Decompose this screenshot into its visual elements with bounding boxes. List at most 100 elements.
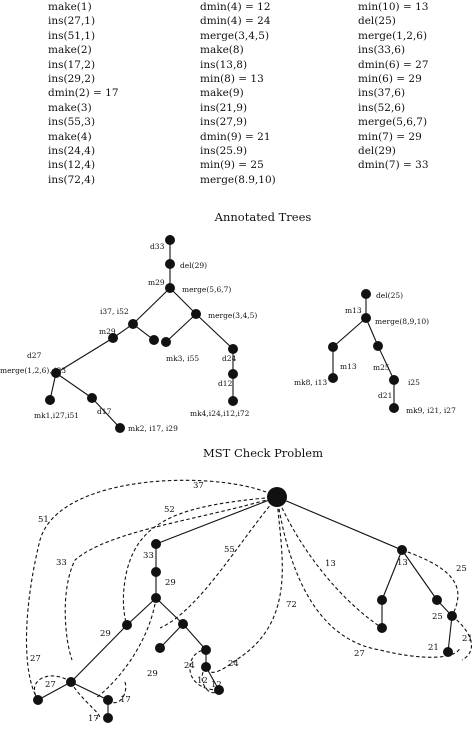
label-mk8: mk8, i13 — [294, 378, 327, 387]
dashed-weight-33: 33 — [56, 558, 67, 568]
edge-weight-25: 25 — [432, 612, 443, 622]
label-del25: del(25) — [376, 291, 403, 300]
edge-weight-27: 27 — [45, 680, 56, 690]
mst-check-tree: 33 29 29 27 17 24 12 13 25 21 37 51 52 3… — [25, 479, 473, 724]
label-i37-i52: i37, i52 — [100, 307, 129, 316]
operation-line: ins(37,6) — [358, 87, 406, 100]
annotated-trees-title: Annotated Trees — [214, 210, 312, 224]
label-d21: d21 — [378, 391, 392, 400]
operation-line: dmin(9) = 21 — [200, 130, 271, 143]
operation-line: del(29) — [358, 145, 396, 158]
dashed-weight-27: 27 — [354, 649, 365, 659]
operation-line: ins(27,1) — [48, 15, 96, 28]
operation-line: dmin(2) = 17 — [48, 87, 119, 100]
dashed-weight-13: 13 — [325, 559, 336, 569]
label-d27: d27 — [27, 351, 42, 360]
dashed-weight-12: 12 — [197, 676, 208, 686]
tree-edges — [37, 496, 453, 718]
label-merge126: merge(1,2,6), i33 — [0, 366, 66, 375]
operation-line: ins(21,9) — [200, 101, 248, 114]
operation-line: make(8) — [200, 44, 244, 57]
label-d17: d17 — [97, 407, 112, 416]
dashed-weight-29: 29 — [147, 669, 158, 679]
operations-column-1: make(1) ins(27,1)ins(51,1) make(2)ins(17,2… — [48, 0, 119, 187]
operation-line: make(3) — [48, 101, 92, 114]
label-m29: m29 — [148, 278, 165, 287]
dashed-weight-21: 21 — [462, 634, 473, 644]
edge-weight-17: 17 — [120, 695, 131, 705]
operation-line: min(7) = 29 — [358, 130, 422, 143]
operation-line: min(6) = 29 — [358, 73, 422, 86]
edge-weight-29b: 29 — [100, 629, 111, 639]
label-d24: d24 — [222, 354, 237, 363]
edge-weight-13: 13 — [397, 558, 408, 568]
label-m13b: m13 — [340, 362, 357, 371]
dashed-edges — [25, 479, 472, 719]
operation-line: merge(5,6,7) — [358, 116, 428, 129]
dashed-weight-17: 17 — [88, 714, 99, 724]
operation-line: dmin(6) = 27 — [358, 58, 429, 71]
operation-line: min(10) = 13 — [358, 1, 429, 13]
edge-weight-29a: 29 — [165, 578, 176, 588]
operation-line: ins(13,8) — [200, 58, 248, 71]
label-i25: i25 — [408, 378, 420, 387]
operation-line: del(25) — [358, 15, 396, 28]
operation-line: ins(17,2) — [48, 58, 96, 71]
operation-line: dmin(7) = 33 — [358, 159, 429, 172]
label-merge345: merge(3,4,5) — [208, 311, 257, 320]
edge-weight-12: 12 — [211, 680, 222, 690]
operation-line: make(4) — [48, 130, 92, 143]
operation-line: make(1) — [48, 1, 92, 13]
operation-line: merge(3,4,5) — [200, 29, 270, 42]
dashed-weight-27b: 27 — [30, 654, 41, 664]
edge-weight-33: 33 — [143, 551, 154, 561]
edge-weight-21: 21 — [428, 643, 439, 653]
label-m13: m13 — [345, 306, 362, 315]
dashed-weight-51: 51 — [38, 515, 49, 525]
operation-line: ins(25.9) — [200, 145, 248, 158]
annotated-tree-1: d33 del(29) m29 merge(5,6,7) i37, i52 me… — [0, 235, 257, 433]
label-mk2: mk2, i17, i29 — [128, 424, 178, 433]
operation-line: dmin(4) = 24 — [200, 15, 271, 28]
operation-line: dmin(4) = 12 — [200, 1, 271, 13]
edge-weight-24: 24 — [228, 659, 239, 669]
label-d12: d12 — [218, 379, 233, 388]
operation-line: ins(52,6) — [358, 101, 406, 114]
operation-line: make(2) — [48, 44, 92, 57]
operation-line: make(9) — [200, 87, 244, 100]
dashed-weight-72: 72 — [286, 600, 297, 610]
operation-line: ins(51,1) — [48, 29, 96, 42]
operations-column-3: min(10) = 13 del(25)merge(1,2,6) ins(33,6)… — [358, 0, 429, 173]
dashed-weight-52: 52 — [164, 505, 175, 515]
label-mk1: mk1,i27,i51 — [34, 411, 79, 420]
operation-line: merge(8.9,10) — [200, 173, 276, 186]
label-merge8910: merge(8,9,10) — [375, 317, 429, 326]
label-mk3: mk3, i55 — [166, 354, 199, 363]
dashed-weight-55: 55 — [224, 545, 235, 555]
label-merge567: merge(5,6,7) — [182, 285, 231, 294]
operation-line: min(8) = 13 — [200, 73, 264, 86]
label-m29b: m29 — [99, 327, 116, 336]
dashed-weight-37: 37 — [193, 481, 204, 491]
operation-line: ins(33,6) — [358, 44, 406, 57]
label-m25: m25 — [373, 363, 390, 372]
label-mk9: mk9, i21, i27 — [406, 406, 456, 415]
operation-line: min(9) = 25 — [200, 159, 264, 172]
operation-line: ins(24,4) — [48, 145, 96, 158]
operation-line: ins(12,4) — [48, 159, 96, 172]
tree-nodes — [33, 487, 457, 723]
dashed-weight-24: 24 — [184, 661, 195, 671]
operation-line: ins(29,2) — [48, 73, 96, 86]
operation-line: ins(72,4) — [48, 173, 96, 186]
operation-line: ins(55,3) — [48, 116, 96, 129]
label-del29: del(29) — [180, 261, 207, 270]
annotated-tree-2: del(25) m13 merge(8,9,10) m13 m25 i25 mk… — [294, 289, 456, 415]
dashed-weight-25: 25 — [456, 564, 467, 574]
label-mk4: mk4,i24,i12,i72 — [190, 409, 250, 418]
operation-line: ins(27,9) — [200, 116, 248, 129]
operation-line: merge(1,2,6) — [358, 29, 428, 42]
label-d33: d33 — [150, 242, 165, 251]
mst-check-title: MST Check Problem — [203, 446, 323, 460]
